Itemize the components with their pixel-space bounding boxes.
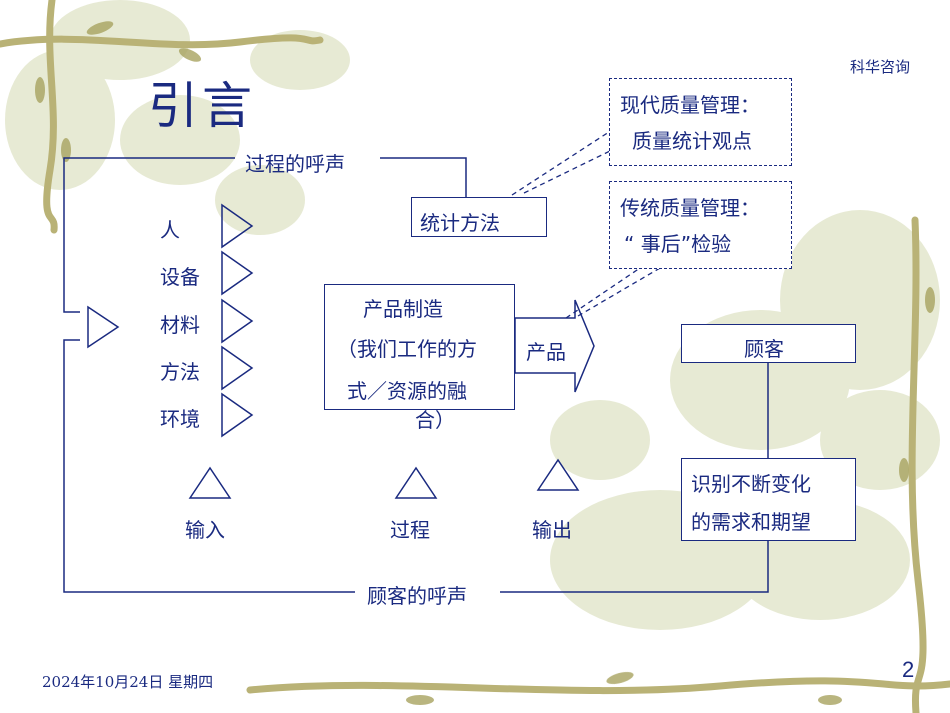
vine-leaves	[35, 21, 935, 705]
process-box: 产品制造 （我们工作的方 式／资源的融	[324, 284, 515, 410]
footer-date: 2024年10月24日 星期四	[42, 673, 214, 691]
input-triangle-people	[221, 203, 254, 249]
modern-callout-tail-b	[523, 149, 613, 194]
output-stage-triangle	[536, 458, 580, 491]
process-stage-triangle	[394, 466, 438, 499]
needs-box: 识别不断变化 的需求和期望	[681, 458, 856, 541]
traditional-callout-tail-b	[577, 267, 661, 317]
customer-voice-line-right	[500, 541, 769, 593]
input-triangle-method	[221, 345, 254, 391]
input-triangle-equipment	[221, 250, 254, 296]
voice-of-process-label: 过程的呼声	[245, 152, 345, 176]
modern-qm-line1: 现代质量管理：	[620, 93, 760, 117]
brand-label: 科华咨询	[850, 58, 911, 76]
traditional-callout-tail-a	[565, 267, 641, 319]
needs-line1: 识别不断变化	[691, 472, 811, 496]
stage-label-output: 输出	[532, 518, 572, 542]
process-box-line3: 式／资源的融	[347, 379, 467, 403]
modern-qm-line2: 质量统计观点	[632, 129, 752, 153]
product-label: 产品	[526, 340, 566, 364]
product-arrow	[514, 299, 595, 393]
customer-box: 顾客	[681, 324, 856, 363]
input-stage-triangle	[188, 466, 232, 499]
page-title: 引言	[148, 77, 256, 135]
process-box-line4: 合）	[415, 408, 455, 432]
main-input-triangle	[87, 305, 120, 349]
input-triangle-environment	[221, 392, 254, 438]
input-label-material: 材料	[160, 313, 200, 337]
input-label-environment: 环境	[160, 407, 200, 431]
modern-callout-tail-a	[511, 129, 613, 196]
needs-line2: 的需求和期望	[691, 510, 811, 534]
traditional-qm-line2: “ 事后”检验	[624, 232, 732, 256]
stage-label-process: 过程	[390, 518, 430, 542]
process-voice-line-left	[63, 157, 235, 313]
process-box-line1: 产品制造	[363, 297, 443, 321]
input-label-people: 人	[160, 218, 180, 242]
customer-voice-line-left	[63, 339, 355, 593]
statistical-methods-label: 统计方法	[420, 211, 500, 235]
input-triangle-material	[221, 298, 254, 344]
statistical-methods-box: 统计方法	[411, 197, 547, 237]
page-number: 2	[902, 657, 915, 682]
process-box-line2: （我们工作的方	[337, 337, 477, 361]
input-label-method: 方法	[160, 360, 200, 384]
customer-label: 顾客	[744, 337, 784, 361]
process-voice-line-right	[380, 157, 467, 200]
traditional-qm-line1: 传统质量管理：	[620, 196, 760, 220]
voice-of-customer-label: 顾客的呼声	[367, 584, 467, 608]
stage-label-input: 输入	[185, 518, 225, 542]
modern-qm-callout: 现代质量管理： 质量统计观点	[609, 78, 792, 166]
traditional-qm-callout: 传统质量管理： “ 事后”检验	[609, 181, 792, 269]
input-label-equipment: 设备	[160, 265, 200, 289]
